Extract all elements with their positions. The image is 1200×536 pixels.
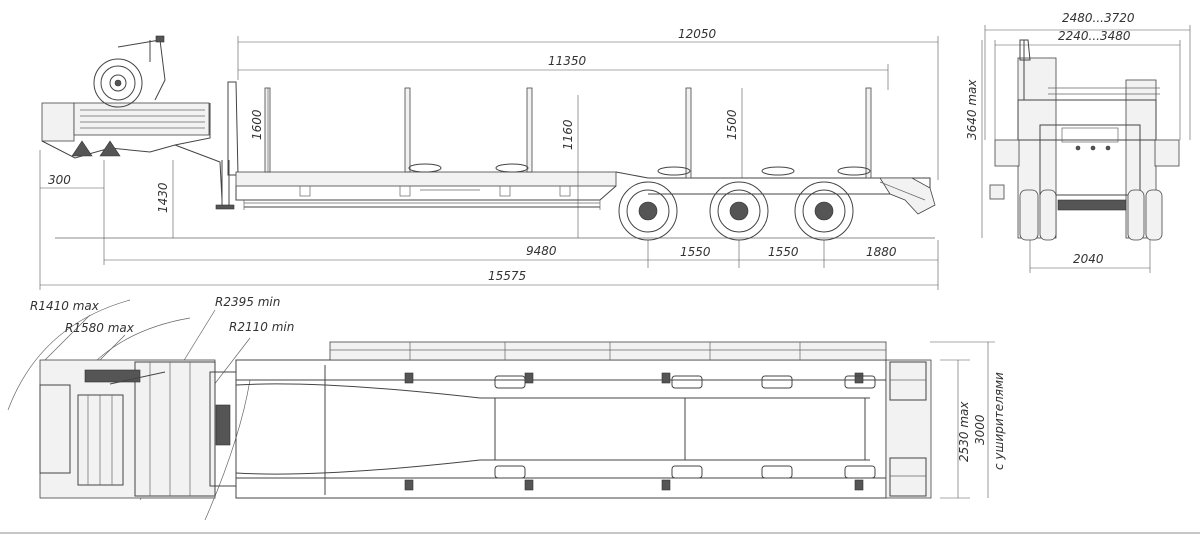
top-view: R1410 max R1580 max R2395 min R2110 min [7, 295, 1006, 521]
dim-total-length: 15575 [488, 269, 526, 283]
dim-radius-1: R1410 max [30, 299, 100, 313]
dim-width-max: 2530 max [957, 401, 971, 462]
dim-radius-2: R1580 max [65, 321, 135, 335]
dim-front-offset: 300 [48, 173, 71, 187]
dim-deck-height-rear: 1160 [561, 119, 575, 150]
dim-width-extended: 2480...3720 [1062, 11, 1135, 25]
dim-platform-length: 11350 [548, 54, 587, 68]
dim-overall-length: 12050 [678, 27, 717, 41]
rear-view: 2480...3720 2240...3480 3640 max 2040 [965, 11, 1191, 273]
dim-radius-3: R2395 min [215, 295, 280, 309]
dim-max-height: 3640 max [965, 79, 979, 140]
gooseneck [41, 102, 223, 201]
dim-front-stake-height: 1600 [250, 109, 264, 140]
axle-wheels [618, 181, 854, 241]
dim-stake-height: 1500 [725, 109, 739, 140]
rear-ramp [879, 177, 936, 215]
dim-axle-spacing-1: 1550 [680, 245, 711, 259]
dim-axle-spacing-2: 1550 [768, 245, 799, 259]
dim-width-extenders: 3000 [973, 414, 987, 445]
dim-deck-height: 1430 [156, 182, 170, 213]
front-structure [215, 81, 239, 210]
dim-track-width: 2040 [1073, 252, 1104, 266]
side-dimensions: 12050 11350 1600 1160 1500 1430 300 948 [39, 27, 939, 290]
spare-wheel [93, 35, 166, 108]
dim-extenders-note: с уширителями [992, 372, 1006, 470]
dim-width-inner: 2240...3480 [1058, 29, 1131, 43]
dim-rear-overhang: 1880 [866, 245, 897, 259]
dim-axle-reference: 9480 [526, 244, 557, 258]
side-view: 12050 11350 1600 1160 1500 1430 300 948 [39, 27, 939, 290]
dim-radius-4: R2110 min [229, 320, 294, 334]
stakes [264, 87, 872, 179]
